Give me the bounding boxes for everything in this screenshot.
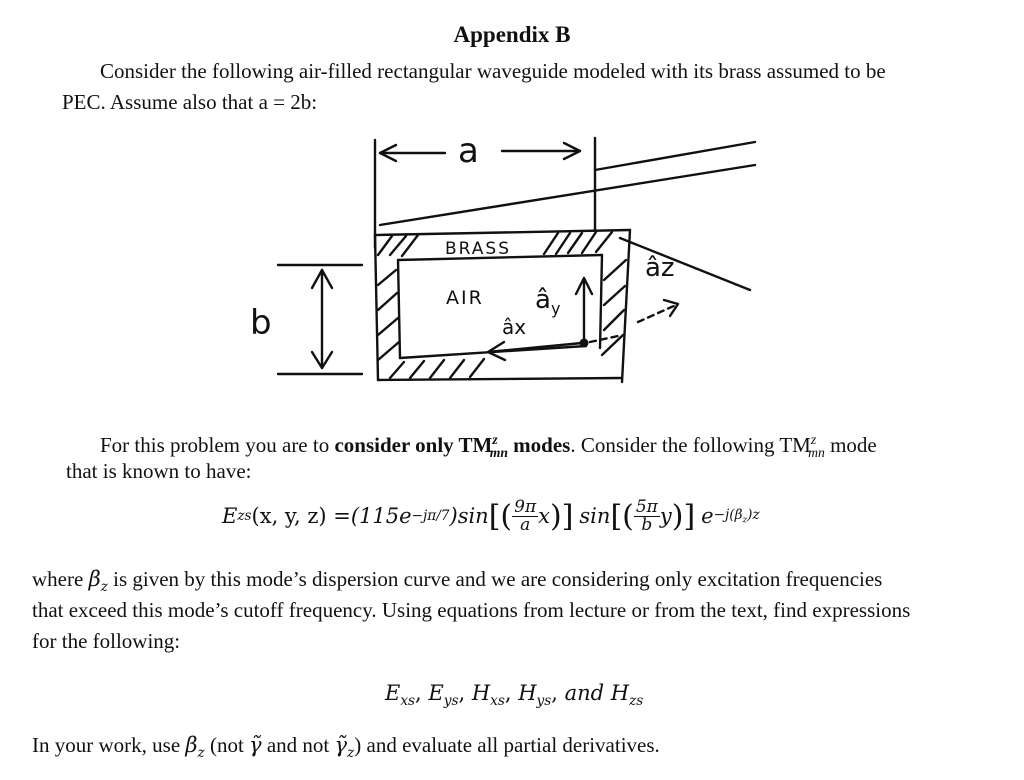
problem-line-2: that is known to have: — [66, 459, 252, 483]
where-line-1: where βz is given by this mode’s dispers… — [32, 567, 883, 596]
label-ay: ây — [535, 285, 560, 318]
az-vector — [636, 303, 678, 324]
label-az: âz — [645, 253, 675, 283]
intro-line-1: Consider the following air-filled rectan… — [100, 59, 886, 83]
waveguide-figure: a b BRASS AIR ây âx âz — [250, 131, 757, 384]
label-brass: BRASS — [445, 239, 511, 259]
where-line-2: that exceed this mode’s cutoff frequency… — [32, 598, 911, 622]
field-point — [579, 338, 589, 348]
ax-vector — [486, 341, 584, 354]
label-a: a — [458, 131, 479, 171]
appendix-title: Appendix B — [453, 22, 571, 47]
label-air: AIR — [446, 287, 484, 309]
label-b: b — [250, 303, 272, 343]
fields-list: Exs, Eys, Hxs, Hys, and Hzs — [385, 681, 644, 710]
problem-line-1: For this problem you are to consider onl… — [100, 432, 877, 461]
intro-line-2: PEC. Assume also that a = 2b: — [62, 90, 318, 114]
label-ax: âx — [502, 315, 526, 339]
final-instruction: In your work, use βz (not γ̃ and not γ̃z… — [32, 733, 660, 762]
where-line-3: for the following: — [32, 629, 181, 653]
